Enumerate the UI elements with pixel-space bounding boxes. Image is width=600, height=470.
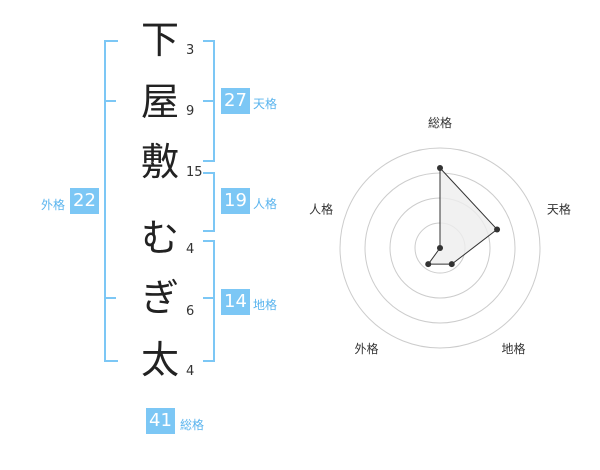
radar-point-0 bbox=[437, 165, 443, 171]
jinkaku-label: 人格 bbox=[253, 197, 278, 211]
stroke-count-6: 4 bbox=[186, 364, 195, 379]
name-char-1: 下 bbox=[140, 18, 179, 62]
soukaku-badge: 41 bbox=[146, 408, 175, 434]
chikaku-label: 地格 bbox=[253, 298, 278, 312]
stroke-count-5: 6 bbox=[186, 304, 195, 319]
name-char-3: 敷 bbox=[140, 140, 179, 184]
name-char-4: む bbox=[140, 216, 179, 260]
jinkaku-bracket bbox=[203, 172, 215, 232]
tenkaku-bracket-tick bbox=[203, 100, 213, 102]
jinkaku-badge: 19 bbox=[221, 188, 250, 214]
stroke-count-4: 4 bbox=[186, 242, 195, 257]
chikaku-badge: 14 bbox=[221, 289, 250, 315]
gaikaku-bracket-tick-bottom bbox=[104, 297, 116, 299]
soukaku-label: 総格 bbox=[180, 418, 205, 432]
stroke-count-3: 15 bbox=[186, 165, 203, 180]
radar-axis-label-1: 天格 bbox=[547, 201, 571, 216]
radar-ring-4 bbox=[339, 147, 541, 349]
radar-axis-label-3: 外格 bbox=[355, 341, 379, 356]
radar-point-4 bbox=[437, 245, 443, 251]
radar-axis-label-2: 地格 bbox=[501, 341, 525, 356]
radar-series-polygon bbox=[427, 166, 498, 265]
chikaku-bracket bbox=[203, 240, 215, 362]
radar-point-1 bbox=[494, 226, 501, 233]
chikaku-bracket-tick bbox=[203, 297, 213, 299]
radar-axis-label-4: 人格 bbox=[309, 201, 333, 216]
stroke-count-1: 3 bbox=[186, 43, 195, 58]
name-char-5: ぎ bbox=[140, 276, 179, 320]
stroke-count-2: 9 bbox=[186, 104, 195, 119]
name-char-6: 太 bbox=[140, 338, 179, 382]
tenkaku-bracket bbox=[203, 40, 215, 162]
tenkaku-badge: 27 bbox=[221, 88, 250, 114]
name-char-2: 屋 bbox=[140, 80, 179, 124]
gaikaku-label: 外格 bbox=[41, 198, 66, 212]
tenkaku-label: 天格 bbox=[253, 97, 278, 111]
radar-area bbox=[425, 165, 501, 268]
gaikaku-bracket-tick-top bbox=[104, 100, 116, 102]
gaikaku-bracket bbox=[104, 40, 118, 362]
radar-point-3 bbox=[425, 261, 432, 268]
gaikaku-badge: 22 bbox=[70, 188, 99, 214]
radar-point-2 bbox=[448, 261, 455, 268]
radar-axis-label-0: 総格 bbox=[428, 115, 452, 130]
